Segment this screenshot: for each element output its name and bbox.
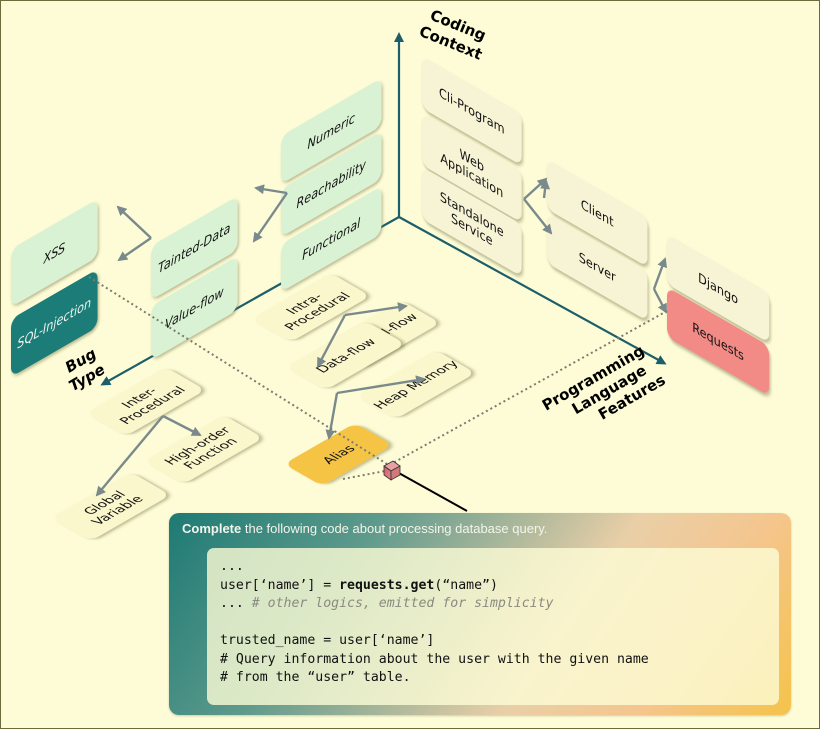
prompt-title-bold: Complete bbox=[182, 521, 242, 536]
code-line: # Query information about the user with … bbox=[220, 651, 649, 670]
arrow-to-xss bbox=[116, 205, 152, 239]
code-line: user[‘name’] = requests.get(“name”) bbox=[220, 577, 649, 596]
prompt-title: Complete the following code about proces… bbox=[182, 521, 547, 536]
arrow-to-data-flow bbox=[316, 314, 347, 368]
card-xss: XSS bbox=[11, 202, 98, 304]
projection-line bbox=[88, 276, 388, 465]
code-token: ... bbox=[220, 559, 244, 574]
arrow-to-sql-injection bbox=[117, 237, 152, 262]
axis-language-features bbox=[398, 216, 667, 365]
arrow-to-alias bbox=[325, 392, 339, 440]
axis-title-bug-type: Bug Type bbox=[62, 344, 108, 395]
card-inter-procedural-shape bbox=[90, 369, 201, 434]
code-line: # from the “user” table. bbox=[220, 669, 649, 688]
card-sql-injection-shape bbox=[11, 272, 98, 374]
card-intra-procedural: Intra-Procedural bbox=[255, 275, 366, 340]
card-requests: Requests bbox=[667, 290, 770, 393]
card-cli-program-shape bbox=[422, 59, 522, 163]
card-alias: Alias bbox=[288, 425, 389, 484]
arrow-to-value-flow bbox=[252, 192, 288, 243]
card-reachability-shape bbox=[281, 134, 382, 234]
card-data-flow-shape bbox=[290, 323, 401, 388]
code-token: # Query information about the user with … bbox=[220, 651, 649, 667]
arrow-to-server bbox=[523, 198, 553, 235]
prompt-panel: Complete the following code about proces… bbox=[169, 513, 791, 715]
card-client-shape bbox=[547, 162, 648, 264]
card-intra-procedural-shape bbox=[255, 275, 366, 340]
leader-line bbox=[396, 471, 468, 512]
arrow-to-client bbox=[540, 179, 551, 199]
arrow-to-heap-memory bbox=[336, 375, 426, 395]
code-content: ...user[‘name’] = requests.get(“name”)..… bbox=[220, 558, 649, 688]
card-global-variable-shape bbox=[55, 474, 166, 539]
arrow-to-global-variable bbox=[95, 415, 164, 497]
card-high-order-function-shape bbox=[148, 417, 259, 482]
card-server: Server bbox=[547, 216, 648, 318]
card-standalone-service-shape bbox=[422, 170, 522, 274]
card-alias-shape bbox=[288, 425, 389, 484]
code-token: (“name”) bbox=[434, 577, 498, 593]
code-line: ... # other logics, emitted for simplici… bbox=[220, 595, 649, 614]
query-point bbox=[383, 460, 468, 512]
arrow-to-client-2 bbox=[523, 177, 548, 200]
arrow-to-requests bbox=[652, 288, 668, 314]
card-django-shape bbox=[667, 237, 770, 340]
code-block: ...user[‘name’] = requests.get(“name”)..… bbox=[207, 548, 779, 705]
projection-line bbox=[342, 470, 386, 480]
card-inter-procedural: Inter-Procedural bbox=[90, 369, 201, 434]
card-server-shape bbox=[547, 216, 648, 318]
card-value-flow-shape bbox=[151, 259, 238, 357]
code-token: # other logics, emitted for simplicity bbox=[251, 596, 554, 611]
card-tainted-data-shape bbox=[151, 199, 238, 297]
code-token: trusted_name = user[‘name’] bbox=[220, 633, 435, 648]
arrow-to-high-order-function bbox=[162, 414, 202, 437]
card-numeric: Numeric bbox=[281, 81, 382, 181]
code-token: requests.get bbox=[339, 577, 435, 593]
code-token: # from the “user” table. bbox=[220, 670, 411, 685]
card-client: Client bbox=[547, 162, 648, 264]
card-numeric-shape bbox=[281, 81, 382, 181]
card-django: Django bbox=[667, 237, 770, 340]
card-value-flow: Value-flow bbox=[151, 259, 238, 357]
arrow-to-control-flow bbox=[344, 302, 408, 317]
axis-title-coding-context: Coding Context bbox=[417, 6, 489, 64]
code-line bbox=[220, 614, 649, 633]
code-line: trusted_name = user[‘name’] bbox=[220, 632, 649, 651]
code-token: user[‘name’] = bbox=[220, 577, 340, 593]
arrow-to-django bbox=[652, 257, 667, 290]
projection-line bbox=[392, 310, 668, 464]
card-web-application-shape bbox=[422, 116, 522, 220]
card-requests-shape bbox=[667, 290, 770, 393]
prompt-title-rest: the following code about processing data… bbox=[241, 521, 548, 536]
card-xss-shape bbox=[11, 202, 98, 304]
code-line: ... bbox=[220, 558, 649, 577]
arrow-to-tainted-data bbox=[254, 184, 288, 195]
code-token: ... bbox=[220, 596, 252, 611]
card-functional-shape bbox=[281, 189, 382, 289]
cube-icon bbox=[383, 460, 401, 481]
